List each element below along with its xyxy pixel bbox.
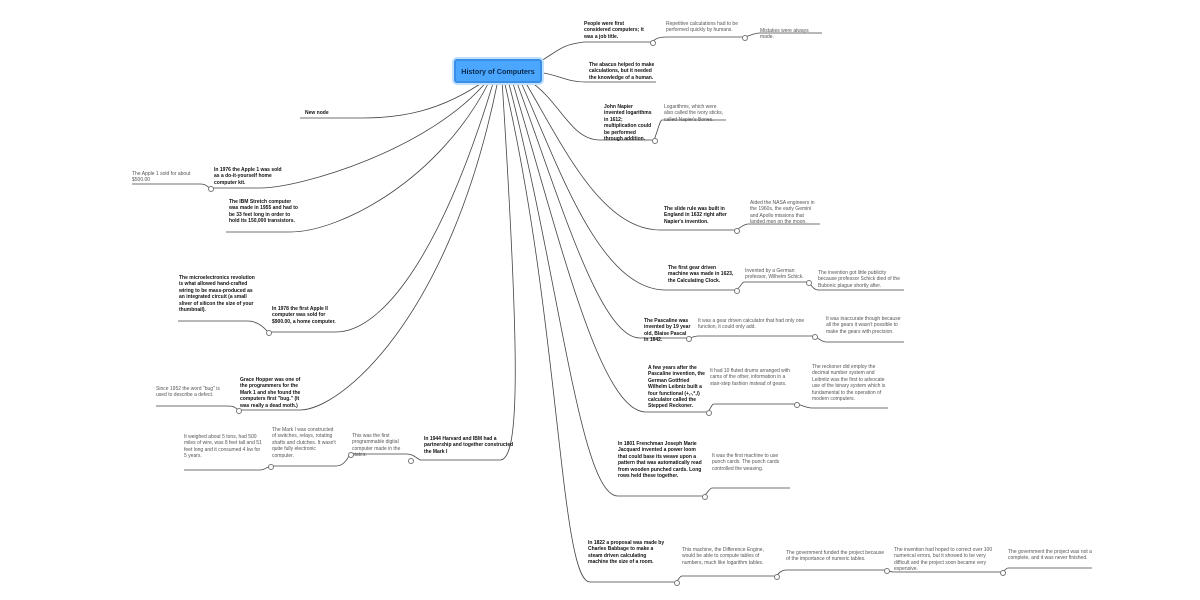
topic-jacquard[interactable]: In 1801 Frenchman Joseph Marie Jacquard … bbox=[618, 441, 702, 480]
topic-pascaline[interactable]: The Pascaline was invented by 19 year ol… bbox=[644, 318, 691, 344]
collapse-handle[interactable] bbox=[702, 494, 708, 500]
topic-gear-c1[interactable]: Invented by a German professor, Wilhelm … bbox=[745, 268, 804, 281]
topic-babbage[interactable]: In 1822 a proposal was made by Charles B… bbox=[588, 540, 665, 566]
collapse-handle[interactable] bbox=[706, 410, 712, 416]
edge-leibniz-c1 bbox=[707, 403, 796, 413]
edge-jacquard bbox=[507, 79, 704, 497]
edge-abacus bbox=[537, 71, 656, 83]
collapse-handle[interactable] bbox=[812, 334, 818, 340]
edge-apple1978 bbox=[268, 79, 495, 333]
edge-apple1978-c1 bbox=[178, 320, 269, 333]
edge-leibniz bbox=[511, 79, 708, 413]
topic-mark1-c1[interactable]: This was the first programmable digital … bbox=[352, 433, 401, 459]
collapse-handle[interactable] bbox=[652, 138, 658, 144]
topic-people-computers[interactable]: People were first considered computers; … bbox=[584, 21, 644, 40]
topic-pascal-c1[interactable]: It was a gear driven calculator that had… bbox=[698, 318, 805, 331]
topic-leibniz-c1[interactable]: It had 10 fluted drums arranged with cam… bbox=[710, 368, 791, 387]
edge-mark1 bbox=[420, 79, 516, 461]
collapse-handle[interactable] bbox=[650, 40, 656, 46]
topic-new-node[interactable]: New node bbox=[305, 110, 329, 116]
collapse-handle[interactable] bbox=[794, 402, 800, 408]
edge-leibniz-c2 bbox=[795, 403, 888, 409]
topic-babbage-c3[interactable]: The invention had hoped to correct over … bbox=[894, 547, 993, 573]
topic-apple-1978[interactable]: In 1978 the first Apple II computer was … bbox=[272, 306, 336, 325]
topic-people-c2[interactable]: Mistakes were always made. bbox=[760, 28, 809, 41]
collapse-handle[interactable] bbox=[774, 574, 780, 580]
root-topic[interactable]: History of Computers bbox=[454, 59, 542, 83]
topic-ibm-stretch[interactable]: The IBM Stretch computer was made in 195… bbox=[229, 199, 298, 225]
collapse-handle[interactable] bbox=[1000, 570, 1006, 576]
edge-slide bbox=[523, 79, 736, 231]
edge-gear bbox=[519, 79, 736, 291]
topic-mark1-c2[interactable]: The Mark I was constructed of switches, … bbox=[272, 427, 336, 459]
topic-apple-1978-c1[interactable]: The microelectronics revolution is what … bbox=[179, 275, 255, 314]
topic-people-c1[interactable]: Repetitive calculations had to be perfor… bbox=[666, 21, 738, 34]
topic-slide-rule[interactable]: The slide rule was built in England in 1… bbox=[664, 206, 727, 225]
collapse-handle[interactable] bbox=[236, 408, 242, 414]
edge-people bbox=[535, 41, 652, 65]
topic-apple-1976-c1[interactable]: The Apple 1 sold for about $500.00 bbox=[132, 171, 191, 184]
edge-pascal bbox=[515, 79, 688, 339]
topic-napier[interactable]: John Napier invented logarithms in 1612;… bbox=[604, 104, 652, 143]
edge-ibm bbox=[226, 79, 491, 233]
edge-babbage-c1 bbox=[675, 575, 776, 583]
edge-pascal-c2 bbox=[813, 335, 904, 343]
topic-mark1-c3[interactable]: It weighed about 5 tons, had 500 miles o… bbox=[184, 434, 262, 460]
edge-babbage-c2 bbox=[775, 569, 886, 577]
edge-pascal-c1 bbox=[687, 335, 814, 339]
edge-napier-c1 bbox=[653, 119, 726, 141]
edge-jacquard-c1 bbox=[703, 487, 790, 497]
topic-jacquard-c1[interactable]: It was the first machine to use punch ca… bbox=[712, 453, 780, 472]
edge-new-node bbox=[300, 79, 487, 119]
edge-babbage-c4 bbox=[1001, 567, 1092, 573]
collapse-handle[interactable] bbox=[348, 452, 354, 458]
edge-mark1-c3 bbox=[184, 465, 271, 471]
collapse-handle[interactable] bbox=[806, 280, 812, 286]
edge-hopper-c1 bbox=[156, 405, 239, 411]
topic-gear-c2[interactable]: The invention got little publicity becau… bbox=[818, 270, 900, 289]
topic-apple-1976[interactable]: In 1976 the Apple 1 was sold as a do-it-… bbox=[214, 167, 282, 186]
edge-hopper bbox=[238, 79, 499, 411]
topic-abacus[interactable]: The abacus helped to make calculations, … bbox=[589, 62, 655, 81]
edge-napier bbox=[527, 79, 654, 141]
edge-babbage bbox=[503, 79, 676, 583]
edge-mark1-c1 bbox=[350, 453, 421, 461]
topic-leibniz-c2[interactable]: The reckoner did employ the decimal numb… bbox=[812, 364, 886, 403]
topic-napier-c1[interactable]: Logarithms, which were also called the i… bbox=[664, 104, 724, 123]
collapse-handle[interactable] bbox=[734, 228, 740, 234]
edge-gear-c1 bbox=[735, 281, 808, 291]
topic-grace-hopper[interactable]: Grace Hopper was one of the programmers … bbox=[240, 377, 301, 409]
collapse-handle[interactable] bbox=[884, 568, 890, 574]
topic-gear-driven[interactable]: The first gear driven machine was made i… bbox=[668, 265, 734, 284]
collapse-handle[interactable] bbox=[686, 336, 692, 342]
topic-babbage-c4[interactable]: The government the project was not a com… bbox=[1008, 549, 1092, 562]
topic-leibniz[interactable]: A few years after the Pascaline inventio… bbox=[648, 365, 705, 410]
topic-babbage-c1[interactable]: This machine, the Difference Engine, wou… bbox=[682, 547, 764, 566]
edge-apple1976 bbox=[210, 79, 489, 189]
topic-babbage-c2[interactable]: The government funded the project becaus… bbox=[786, 550, 885, 563]
topic-slide-c1[interactable]: Aided the NASA engineers in the 1960s, t… bbox=[750, 200, 815, 226]
collapse-handle[interactable] bbox=[674, 580, 680, 586]
edge-people-c1 bbox=[651, 36, 744, 43]
topic-mark1[interactable]: In 1944 Harvard and IBM had a partnershi… bbox=[424, 436, 514, 455]
collapse-handle[interactable] bbox=[742, 35, 748, 41]
edge-apple1976-c1 bbox=[132, 183, 211, 189]
collapse-handle[interactable] bbox=[408, 458, 414, 464]
topic-hopper-c1[interactable]: Since 1952 the word "bug" is used to des… bbox=[156, 386, 220, 399]
collapse-handle[interactable] bbox=[266, 330, 272, 336]
collapse-handle[interactable] bbox=[268, 464, 274, 470]
topic-pascal-c2[interactable]: It was inaccurate though because all the… bbox=[826, 316, 901, 335]
collapse-handle[interactable] bbox=[734, 288, 740, 294]
collapse-handle[interactable] bbox=[208, 186, 214, 192]
